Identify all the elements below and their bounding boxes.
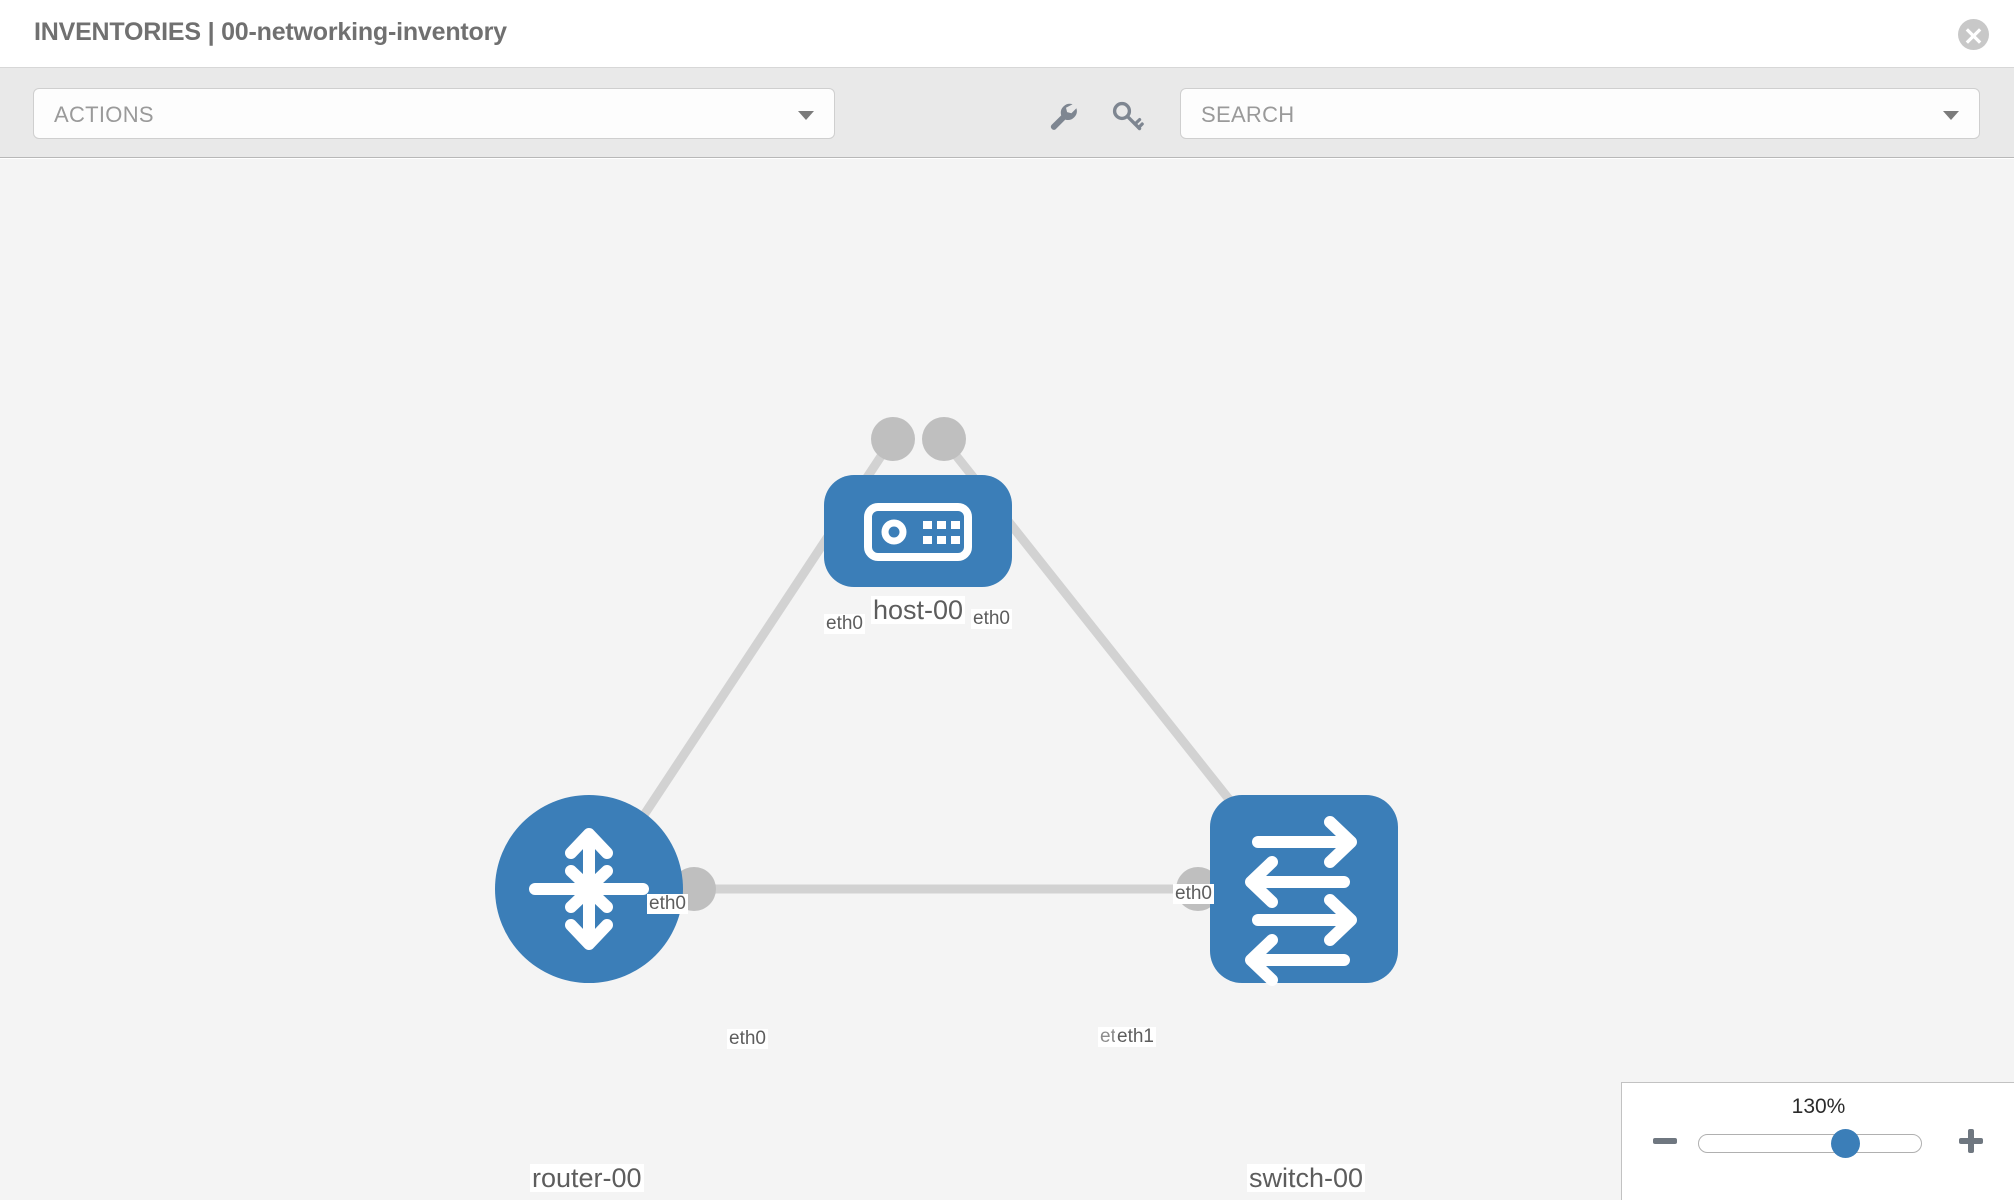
zoom-slider-thumb[interactable]	[1831, 1129, 1860, 1158]
search-placeholder: SEARCH	[1201, 102, 1295, 127]
actions-dropdown[interactable]: ACTIONS	[33, 88, 835, 139]
endpoint-host00-right	[922, 417, 966, 461]
toolbar: ACTIONS SEARCH	[0, 68, 2014, 158]
search-input[interactable]: SEARCH	[1180, 88, 1980, 139]
chevron-down-icon[interactable]	[1943, 111, 1959, 120]
zoom-slider-track[interactable]	[1698, 1134, 1922, 1153]
zoom-control-panel: 130%	[1621, 1082, 2014, 1200]
iface-label-host00-to-switch00: eth0	[971, 608, 1012, 629]
page-title: INVENTORIES | 00-networking-inventory	[34, 18, 507, 46]
wrench-icon[interactable]	[1046, 99, 1080, 133]
page-header: INVENTORIES | 00-networking-inventory	[0, 0, 2014, 68]
close-icon[interactable]	[1958, 19, 1989, 50]
node-switch-00	[1210, 795, 1398, 986]
node-router-00	[495, 795, 683, 983]
node-label-host-00: host-00	[871, 595, 966, 625]
iface-label-host00-to-router00: eth0	[824, 613, 865, 634]
iface-label-switch00-to-host00: eth0	[1173, 883, 1214, 904]
actions-dropdown-label: ACTIONS	[54, 102, 154, 127]
node-host-00-shape	[824, 475, 1012, 587]
node-host-00	[824, 475, 1012, 587]
iface-label-switch00-to-router00: eth1	[1115, 1026, 1156, 1047]
topology-graph	[495, 417, 1398, 986]
endpoint-host00-left	[871, 417, 915, 461]
switch-arrows-icon	[1245, 816, 1357, 986]
topology-canvas[interactable]: host-00 router-00 switch-00 eth0 eth0 et…	[0, 159, 2014, 1200]
server-icon	[864, 503, 972, 561]
chevron-down-icon	[798, 111, 814, 120]
node-label-router-00: router-00	[530, 1163, 644, 1193]
zoom-in-button[interactable]	[1956, 1126, 1986, 1156]
zoom-level-value: 130%	[1791, 1095, 1846, 1118]
zoom-out-button[interactable]	[1650, 1126, 1680, 1156]
iface-label-router00-to-host00: eth0	[647, 893, 688, 914]
key-icon[interactable]	[1110, 99, 1144, 133]
node-label-switch-00: switch-00	[1247, 1163, 1366, 1193]
iface-label-router00-to-switch00: eth0	[727, 1028, 768, 1049]
router-arrows-icon	[529, 828, 649, 950]
